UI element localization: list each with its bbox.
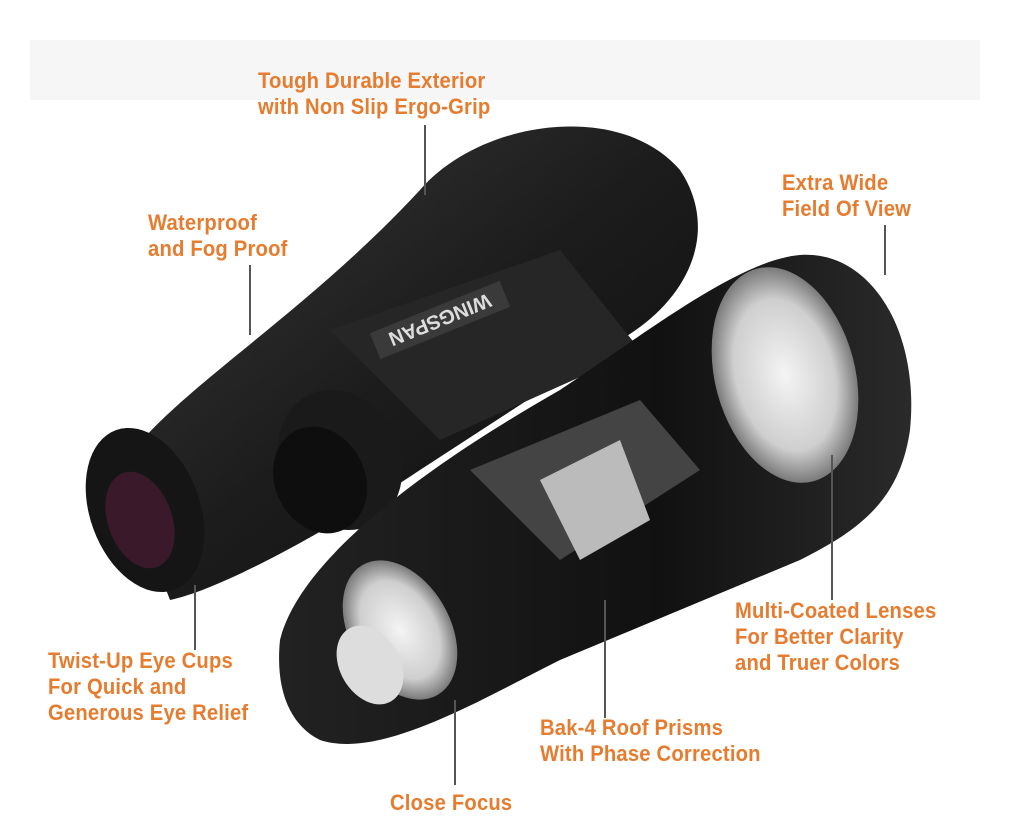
callout-line: With Phase Correction: [540, 741, 761, 766]
callout-line: with Non Slip Ergo-Grip: [258, 94, 491, 119]
objective-lens: [711, 267, 859, 483]
callout-line: Close Focus: [390, 790, 513, 815]
bridge: [330, 250, 640, 440]
callout-line: Multi-Coated Lenses: [735, 598, 937, 623]
callout-line: Extra Wide: [782, 170, 889, 195]
callout-line: For Quick and: [48, 674, 187, 699]
callout-line: Tough Durable Exterior: [258, 68, 486, 93]
callout-line: Bak-4 Roof Prisms: [540, 715, 724, 740]
header-band: [30, 40, 980, 100]
callout-line: Field Of View: [782, 196, 912, 221]
callout-line: and Fog Proof: [148, 236, 288, 261]
callout-line: For Better Clarity: [735, 624, 904, 649]
callout-close-focus: Close Focus: [390, 790, 512, 816]
callout-line: Waterproof: [148, 210, 258, 235]
callout-eye-cups: Twist-Up Eye Cups For Quick and Generous…: [48, 648, 248, 726]
callout-lenses: Multi-Coated Lenses For Better Clarity a…: [735, 598, 936, 676]
callout-line: Twist-Up Eye Cups: [48, 648, 233, 673]
callout-exterior: Tough Durable Exterior with Non Slip Erg…: [258, 68, 490, 120]
callout-line: and Truer Colors: [735, 650, 900, 675]
callout-field-of-view: Extra Wide Field Of View: [782, 170, 911, 222]
left-eyepiece: [105, 471, 175, 569]
callout-line: Generous Eye Relief: [48, 700, 249, 725]
callout-prisms: Bak-4 Roof Prisms With Phase Correction: [540, 715, 761, 767]
leader-lines: [194, 125, 886, 785]
prism: [540, 440, 650, 560]
callout-waterproof: Waterproof and Fog Proof: [148, 210, 288, 262]
